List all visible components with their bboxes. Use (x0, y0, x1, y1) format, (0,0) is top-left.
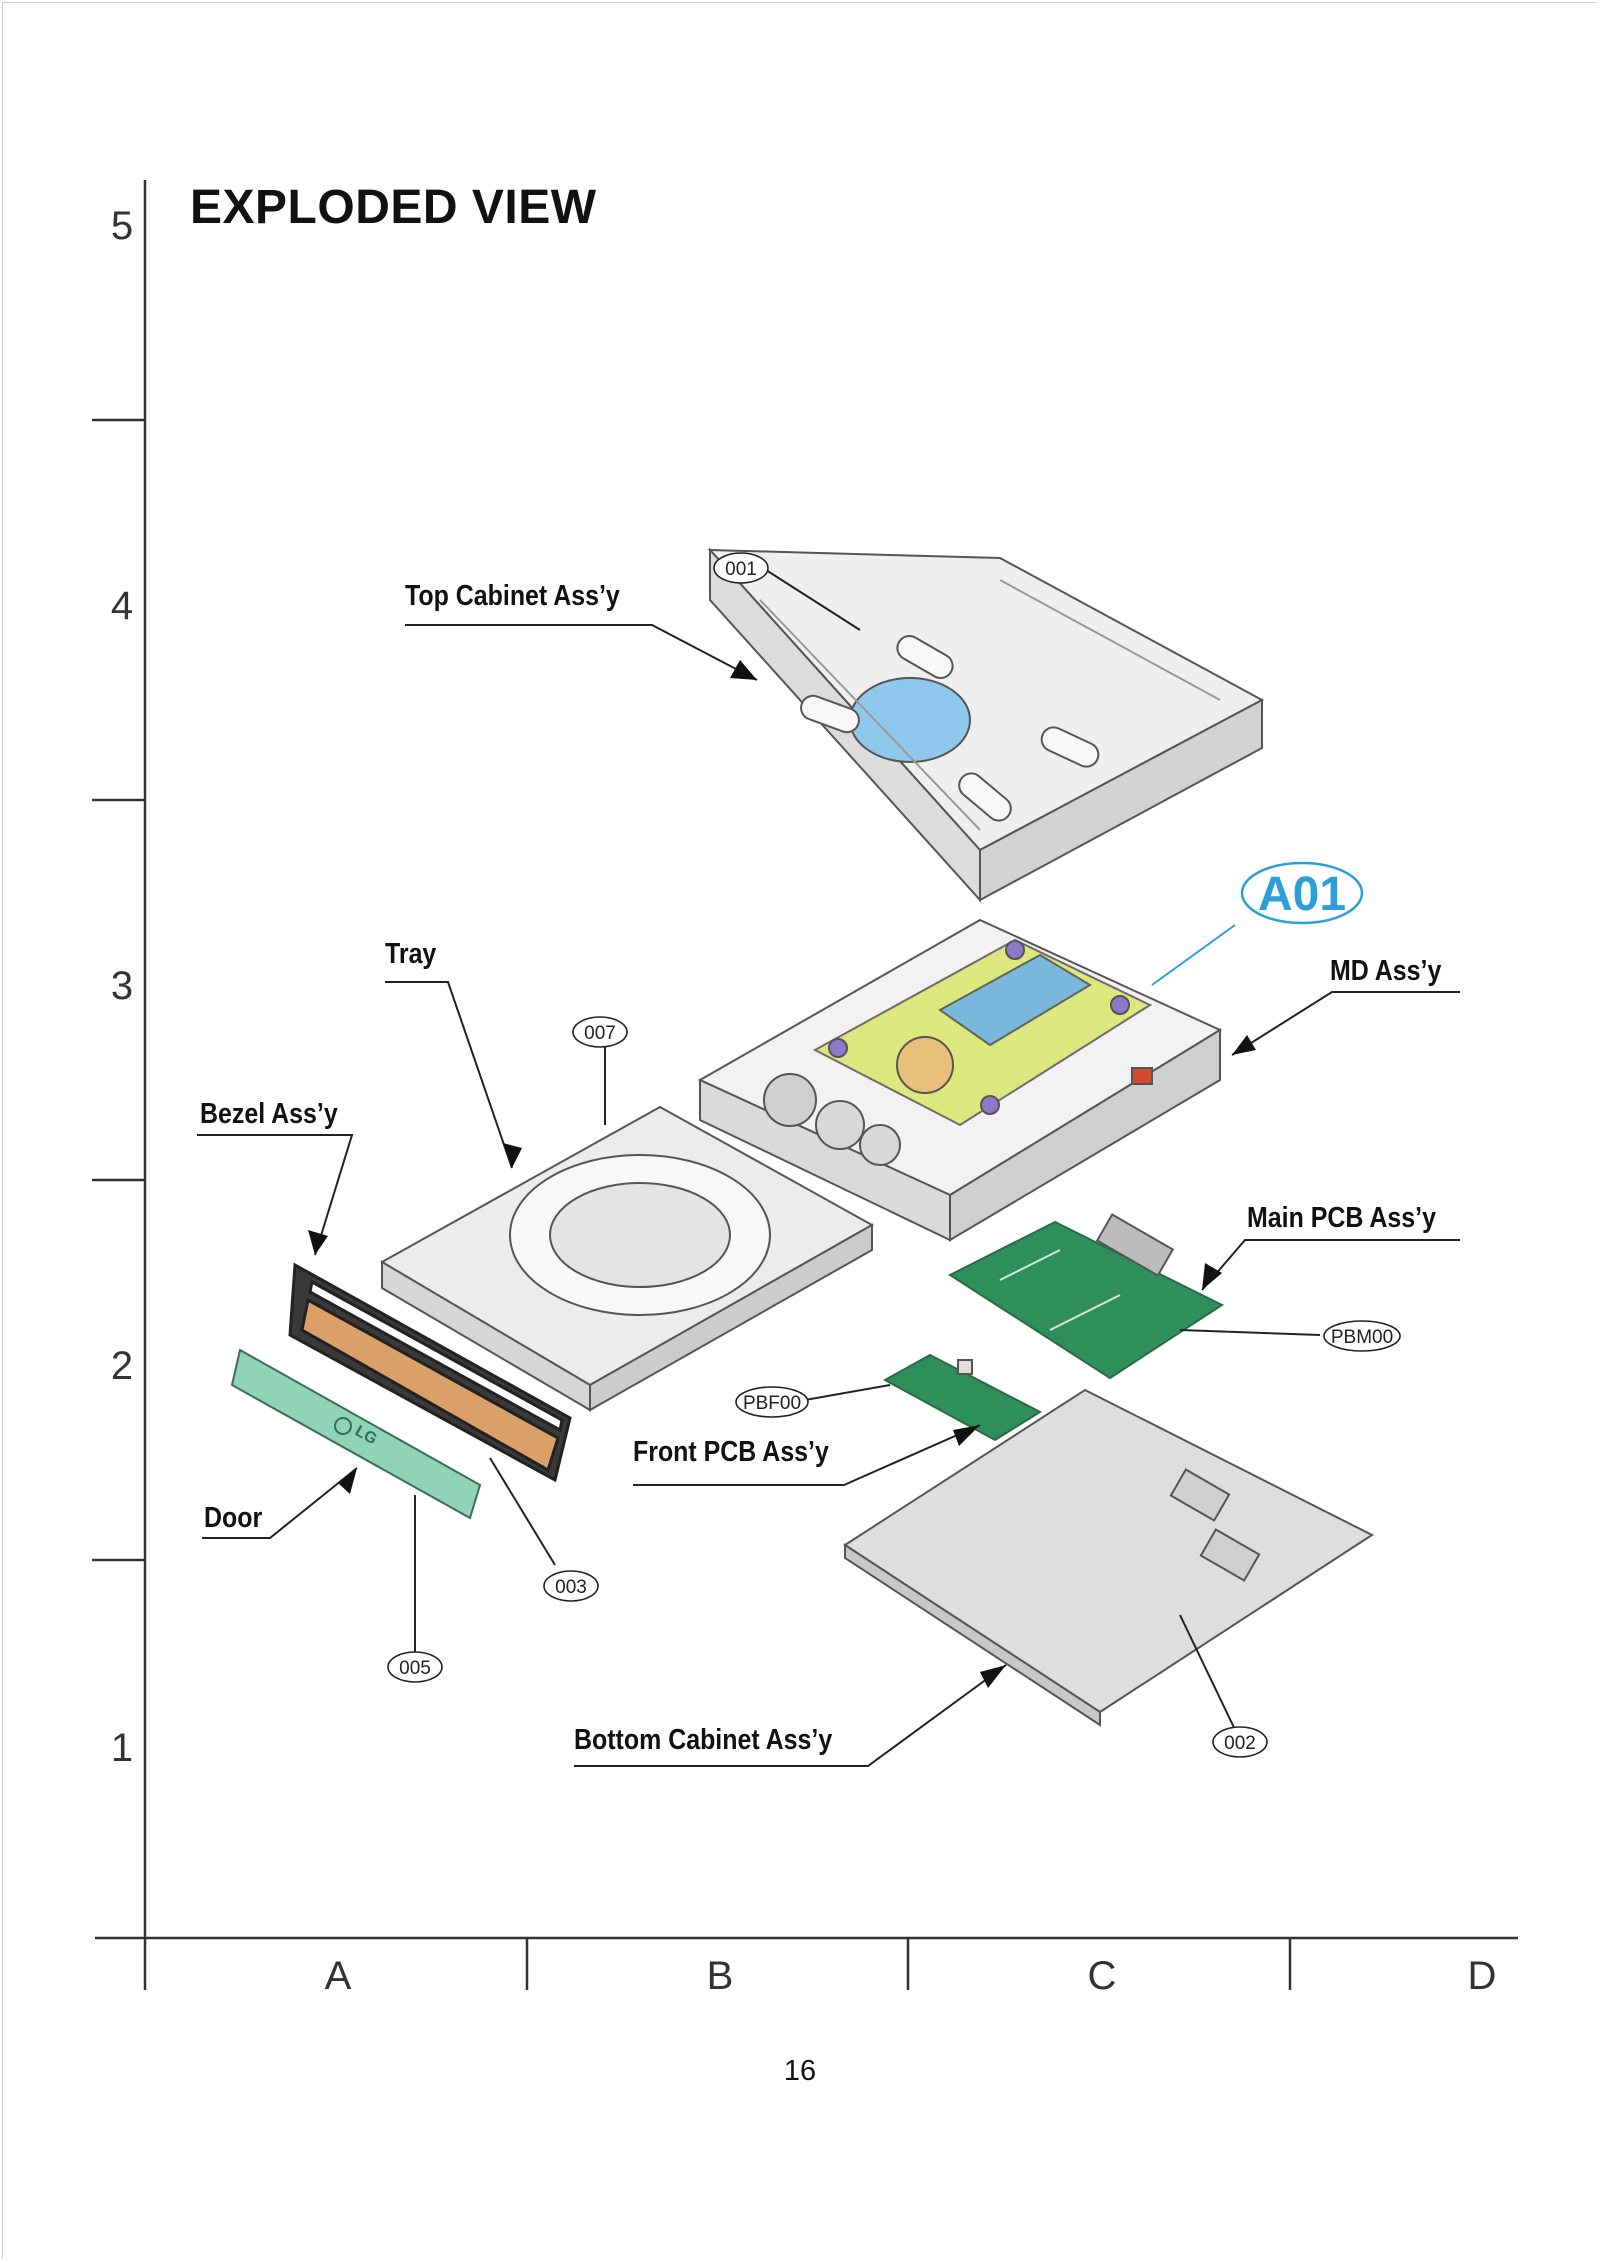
column-label-a: A (324, 1954, 352, 1998)
door-part: LG (230, 1348, 482, 1520)
row-label-4: 4 (110, 584, 134, 628)
tag-pbf00-ellipse (735, 1386, 809, 1418)
page-number: 16 (783, 2055, 817, 2087)
page-title: EXPLODED VIEW (190, 181, 597, 234)
tag-003: 003 (555, 1577, 587, 1598)
md-assembly-part (697, 918, 1223, 1242)
top-cabinet-part (707, 547, 1265, 903)
row-label-5: 5 (110, 204, 134, 248)
tag-a01: A01 (1258, 868, 1346, 921)
label-md: MD Ass’y (1330, 955, 1442, 987)
tag-007-ellipse (572, 1016, 628, 1048)
label-front-pcb: Front PCB Ass’y (633, 1436, 829, 1468)
row-label-2: 2 (110, 1344, 134, 1388)
main-pcb-part (947, 1213, 1225, 1380)
column-label-d: D (1467, 1954, 1497, 1998)
row-label-1: 1 (110, 1726, 134, 1770)
tag-002-ellipse (1212, 1726, 1268, 1758)
tray-part (379, 1105, 875, 1412)
leader-lines (197, 569, 1460, 1767)
grid-frame (92, 180, 1518, 1990)
tag-pbf00: PBF00 (743, 1393, 801, 1414)
front-pcb-part (882, 1353, 1043, 1442)
tag-005-ellipse (387, 1651, 443, 1683)
label-bottom-cabinet: Bottom Cabinet Ass’y (574, 1724, 833, 1756)
tag-001-ellipse (713, 552, 769, 584)
label-top-cabinet: Top Cabinet Ass’y (405, 580, 620, 612)
tag-005: 005 (399, 1658, 431, 1679)
tag-pbm00-ellipse (1323, 1320, 1401, 1352)
label-door: Door (204, 1502, 263, 1534)
row-label-3: 3 (110, 964, 134, 1008)
part-tags (387, 552, 1401, 1758)
label-bezel: Bezel Ass’y (200, 1098, 338, 1130)
bottom-cabinet-part (843, 1388, 1375, 1727)
column-label-b: B (706, 1954, 734, 1998)
tag-003-ellipse (543, 1570, 599, 1602)
tag-001: 001 (725, 559, 757, 580)
tag-pbm00: PBM00 (1331, 1327, 1393, 1348)
tag-a01-ellipse (1240, 861, 1364, 925)
tag-002: 002 (1224, 1733, 1256, 1754)
column-label-c: C (1087, 1954, 1117, 1998)
label-tray: Tray (385, 938, 437, 970)
bezel-part (288, 1262, 572, 1483)
arrow-heads (308, 660, 1256, 1688)
label-main-pcb: Main PCB Ass’y (1247, 1202, 1436, 1234)
tag-007: 007 (584, 1023, 616, 1044)
